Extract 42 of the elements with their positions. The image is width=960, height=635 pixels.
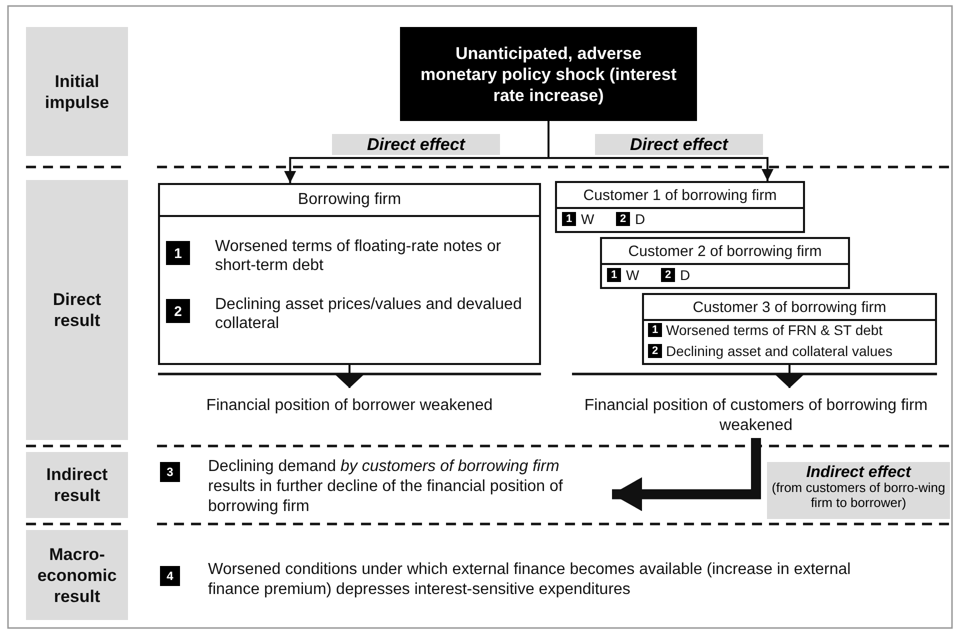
item-text: D	[680, 266, 692, 285]
card-heading: Borrowing firm	[160, 185, 539, 217]
number-badge: 2	[166, 299, 190, 323]
row-label: Macro-economic result	[26, 530, 128, 620]
item-text: Declining asset prices/values and devalued collateral	[215, 295, 523, 333]
result-text: Financial position of customers of borrowing firm weakened	[572, 396, 940, 438]
number-badge: 1	[607, 268, 621, 282]
arrow	[612, 438, 761, 512]
result-text: Worsened conditions under which external finance becomes available (increase in external finance premium) depresses interest-sensitive expenditures	[208, 560, 898, 602]
number-badge: 1	[648, 323, 662, 337]
card-heading: Customer 2 of borrowing firm	[602, 239, 848, 265]
result-text: Financial position of borrower weakened	[158, 396, 541, 420]
number-badge: 2	[661, 268, 675, 282]
customer-card	[555, 181, 805, 233]
arrow	[774, 365, 804, 388]
row-label: Direct result	[26, 180, 128, 440]
number-badge: 2	[648, 344, 662, 358]
number-badge: 1	[562, 212, 576, 226]
edge-label: Direct effect	[595, 134, 763, 155]
number-badge: 2	[616, 212, 630, 226]
card-heading: Customer 1 of borrowing firm	[557, 183, 803, 209]
item-text: Worsened terms of FRN & ST debt	[666, 321, 884, 340]
edge-label: Direct effect	[332, 134, 500, 155]
item-text: Worsened terms of floating-rate notes or short-term debt	[215, 237, 502, 275]
customer-card	[642, 293, 937, 365]
firm-card	[158, 183, 541, 365]
item-text: Declining asset and collateral values	[666, 342, 894, 361]
number-badge: 4	[160, 566, 180, 586]
item-text: W	[626, 266, 640, 285]
number-badge: 1	[166, 241, 190, 265]
shock-box: Unanticipated, adverse monetary policy shock (interest rate increase)	[400, 27, 697, 121]
arrow	[334, 365, 364, 388]
item-text: D	[635, 210, 646, 229]
edge-label: Indirect effect (from customers of borro-wing firm to borrower)	[767, 462, 950, 519]
result-text: Declining demand by customers of borrowing firm results in further decline of the financial position of borrowing firm	[208, 457, 608, 519]
row-label: Initial impulse	[26, 27, 128, 156]
number-badge: 3	[160, 462, 180, 482]
row-label: Indirect result	[26, 452, 128, 518]
arrow	[548, 121, 774, 181]
card-heading: Customer 3 of borrowing firm	[644, 295, 935, 321]
item-text: W	[581, 210, 596, 229]
customer-card	[600, 237, 850, 289]
